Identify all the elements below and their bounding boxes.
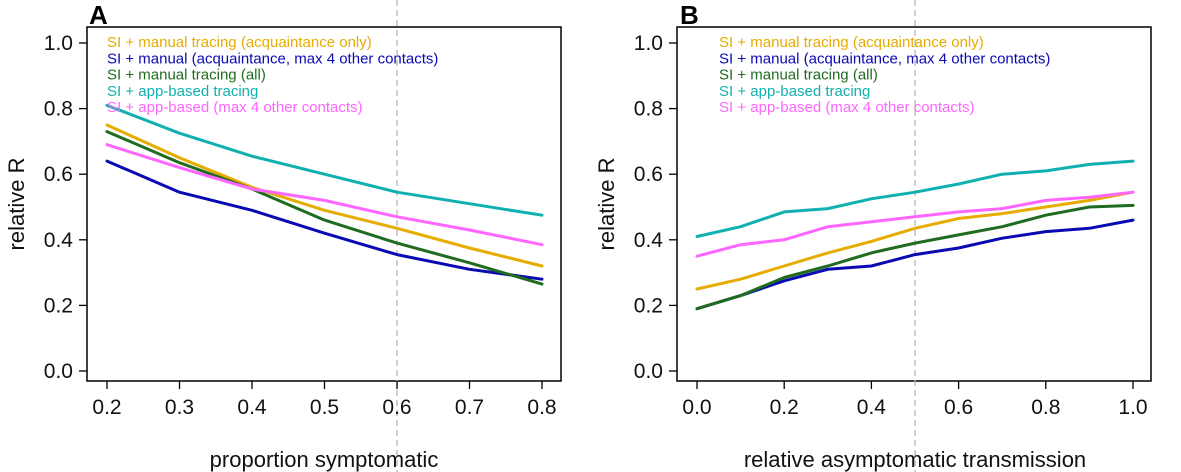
panel-b: B 0.0 0.2 0.4 0.6 0.8 1.0 0.0 0.2 0.4 0.6 0.8 1.0 S… xyxy=(594,0,1152,472)
panel-a-x-tick-label: 0.6 xyxy=(382,396,411,419)
panel-b-x-tick-label: 0.6 xyxy=(944,396,973,419)
panel-a-y-tick-label: 0.6 xyxy=(44,163,73,186)
panel-a-legend: SI + manual tracing (acquaintance only)S… xyxy=(107,34,438,116)
panel-a-series xyxy=(105,103,544,286)
panel-b-y-axis-title: relative R xyxy=(594,158,619,251)
panel-a-y-tick-label: 0.2 xyxy=(44,294,73,317)
panel-b-legend-entry-5: SI + app-based (max 4 other contacts) xyxy=(719,99,975,116)
panel-a-legend-entry-2: SI + manual (acquaintance, max 4 other c… xyxy=(107,50,438,67)
panel-a-ticks: 0.2 0.3 0.4 0.5 0.6 0.7 0.8 0.0 0.2 0.4 0.6 0.8 1.0 xyxy=(44,32,557,419)
panel-b-x-tick-label: 0.0 xyxy=(682,396,711,419)
panel-b-y-tick-label: 0.0 xyxy=(634,360,663,383)
panel-a-legend-entry-3: SI + manual tracing (all) xyxy=(107,67,266,84)
panel-a: A 0.2 0.3 0.4 0.5 0.6 0.7 0.8 0.0 0.2 0.4 0.6 0.8 1.… xyxy=(4,0,562,472)
panel-a-legend-entry-4: SI + app-based tracing xyxy=(107,83,258,100)
panel-b-series-line-2 xyxy=(695,218,1135,311)
panel-a-y-tick-label: 0.0 xyxy=(44,360,73,383)
panel-b-x-tick-label: 1.0 xyxy=(1118,396,1147,419)
panel-a-letter: A xyxy=(89,0,108,30)
panel-b-legend-entry-2: SI + manual (acquaintance, max 4 other c… xyxy=(719,50,1050,67)
panel-a-x-axis-title: proportion symptomatic xyxy=(210,447,439,472)
panel-a-series-line-4 xyxy=(105,103,544,217)
panel-b-y-tick-label: 0.8 xyxy=(634,98,663,121)
panel-b-ticks: 0.0 0.2 0.4 0.6 0.8 1.0 0.0 0.2 0.4 0.6 0.8 1.0 xyxy=(634,32,1148,419)
panel-a-series-line-3 xyxy=(105,130,544,286)
panel-a-x-tick-label: 0.8 xyxy=(527,396,556,419)
panel-a-x-tick-label: 0.7 xyxy=(455,396,484,419)
panel-b-x-axis-title: relative asymptomatic transmission xyxy=(744,447,1086,472)
panel-a-x-tick-label: 0.3 xyxy=(165,396,194,419)
panel-b-legend-entry-4: SI + app-based tracing xyxy=(719,83,870,100)
panel-a-legend-entry-1: SI + manual tracing (acquaintance only) xyxy=(107,34,372,51)
panel-a-y-axis-title: relative R xyxy=(4,158,29,251)
panel-a-y-tick-label: 1.0 xyxy=(44,32,73,55)
panel-b-legend: SI + manual tracing (acquaintance only)S… xyxy=(719,34,1050,116)
panel-b-series-line-1 xyxy=(695,190,1135,291)
panel-b-series-line-3 xyxy=(695,203,1135,311)
panel-b-letter: B xyxy=(680,0,699,30)
panel-a-series-line-2 xyxy=(105,159,544,281)
panel-b-y-tick-label: 0.6 xyxy=(634,163,663,186)
panel-a-x-tick-label: 0.4 xyxy=(237,396,267,419)
panel-a-x-tick-label: 0.2 xyxy=(92,396,121,419)
panel-a-series-line-1 xyxy=(105,123,544,268)
panel-b-legend-entry-1: SI + manual tracing (acquaintance only) xyxy=(719,34,984,51)
panel-b-series-line-5 xyxy=(695,190,1135,258)
panel-b-x-tick-label: 0.4 xyxy=(857,396,887,419)
panel-b-y-tick-label: 0.2 xyxy=(634,294,663,317)
panel-b-plot-frame xyxy=(676,26,1152,382)
panel-a-legend-entry-5: SI + app-based (max 4 other contacts) xyxy=(107,99,363,116)
panel-b-legend-entry-3: SI + manual tracing (all) xyxy=(719,67,878,84)
panel-b-x-tick-label: 0.2 xyxy=(770,396,799,419)
panel-a-x-tick-label: 0.5 xyxy=(310,396,339,419)
panel-b-y-tick-label: 0.4 xyxy=(634,229,664,252)
panel-a-y-tick-label: 0.4 xyxy=(44,229,74,252)
panel-a-series-line-5 xyxy=(105,143,544,247)
panel-b-series-line-4 xyxy=(695,159,1135,238)
panel-a-y-tick-label: 0.8 xyxy=(44,98,73,121)
panel-b-x-tick-label: 0.8 xyxy=(1031,396,1060,419)
panel-b-y-tick-label: 1.0 xyxy=(634,32,663,55)
panel-b-series xyxy=(695,159,1135,311)
